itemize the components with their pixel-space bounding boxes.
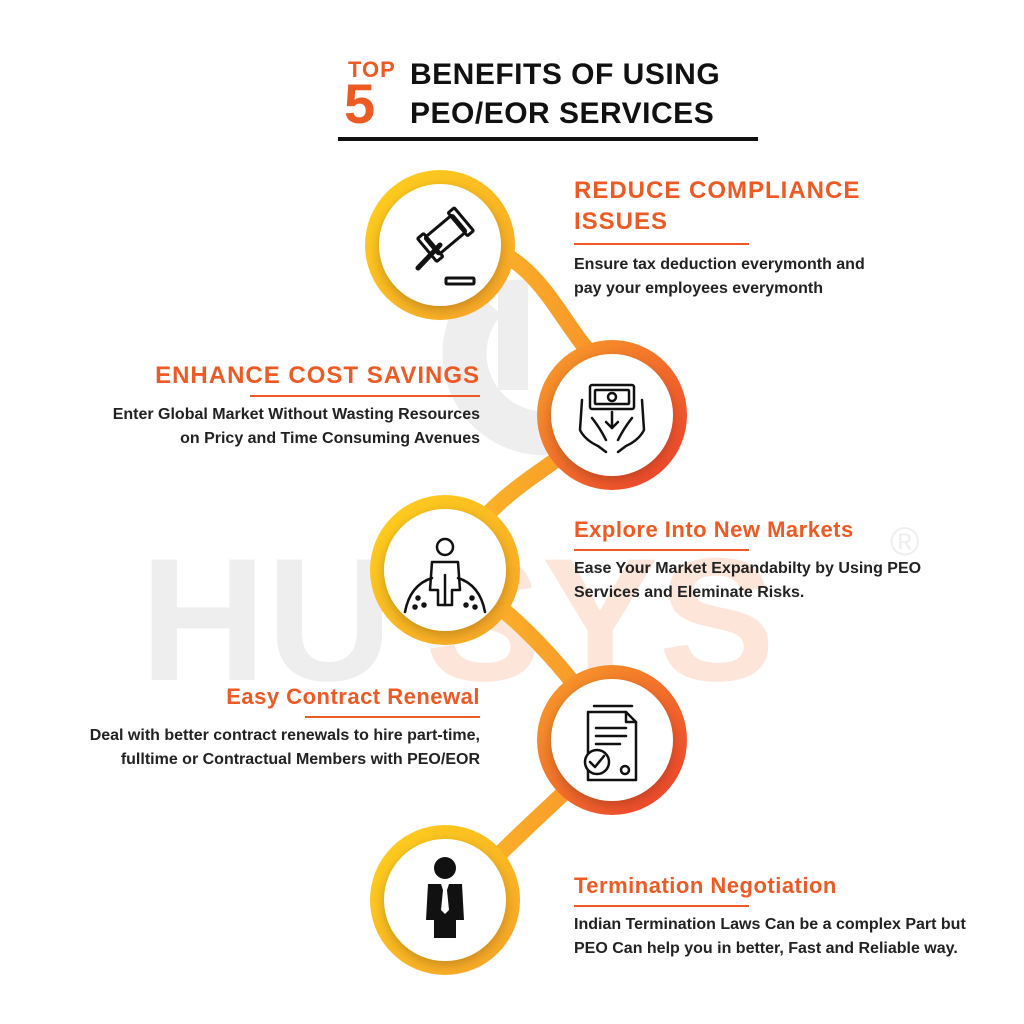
page-title-line2: PEO/EOR SERVICES xyxy=(410,97,715,130)
benefit-desc-line1: Enter Global Market Without Wasting Reso… xyxy=(112,406,480,423)
benefit-desc-line2: fulltime or Contractual Members with PEO… xyxy=(120,751,480,768)
benefit-reduce-compliance: REDUCE COMPLIANCE ISSUES Ensure tax dedu… xyxy=(574,175,865,301)
benefit-desc-line2: PEO Can help you in better, Fast and Rel… xyxy=(574,940,958,957)
benefit-heading-line1: ENHANCE COST SAVINGS xyxy=(155,362,480,389)
benefit-heading-line2: ISSUES xyxy=(574,208,669,235)
benefit-desc-line1: Indian Termination Laws Can be a complex… xyxy=(574,916,966,933)
benefit-new-markets: Explore Into New Markets Ease Your Marke… xyxy=(574,517,921,605)
benefit-heading-line1: Explore Into New Markets xyxy=(574,517,854,542)
benefit-heading-line1: REDUCE COMPLIANCE xyxy=(574,177,861,204)
benefit-cost-savings: ENHANCE COST SAVINGS Enter Global Market… xyxy=(60,360,480,451)
money-hands-icon xyxy=(578,383,646,454)
person-globe-icon xyxy=(403,537,487,614)
contract-document-icon xyxy=(583,704,638,782)
benefit-desc-line1: Ease Your Market Expandabilty by Using P… xyxy=(574,560,922,577)
watermark-logo: HU SYS ® xyxy=(140,280,919,718)
benefit-termination: Termination Negotiation Indian Terminati… xyxy=(574,873,966,961)
benefit-contract-renewal: Easy Contract Renewal Deal with better c… xyxy=(60,684,480,772)
heading-underline xyxy=(574,905,749,907)
ring-new-markets xyxy=(370,495,520,645)
top-label: TOP xyxy=(348,57,396,82)
registered-mark: ® xyxy=(890,520,919,564)
page-title-line1: BENEFITS OF USING xyxy=(410,58,721,91)
benefit-desc-line1: Ensure tax deduction everymonth and xyxy=(574,256,865,273)
benefit-heading-line1: Termination Negotiation xyxy=(574,873,837,898)
ring-contract-renewal xyxy=(537,665,687,815)
gavel-icon xyxy=(415,206,476,286)
watermark-text-hu: HU xyxy=(140,523,393,718)
heading-underline xyxy=(574,549,749,551)
title-underline xyxy=(338,137,758,141)
benefit-desc-line2: pay your employees everymonth xyxy=(574,280,823,297)
benefit-desc-line2: on Pricy and Time Consuming Avenues xyxy=(180,430,480,447)
heading-underline xyxy=(574,243,749,245)
heading-underline xyxy=(250,395,480,397)
benefit-desc-line1: Deal with better contract renewals to hi… xyxy=(89,727,480,744)
benefit-desc-line2: Services and Eleminate Risks. xyxy=(574,584,805,601)
businessman-icon xyxy=(426,857,464,938)
heading-underline xyxy=(305,716,480,718)
top-number: 5 xyxy=(344,72,376,135)
benefit-heading-line1: Easy Contract Renewal xyxy=(226,684,480,709)
